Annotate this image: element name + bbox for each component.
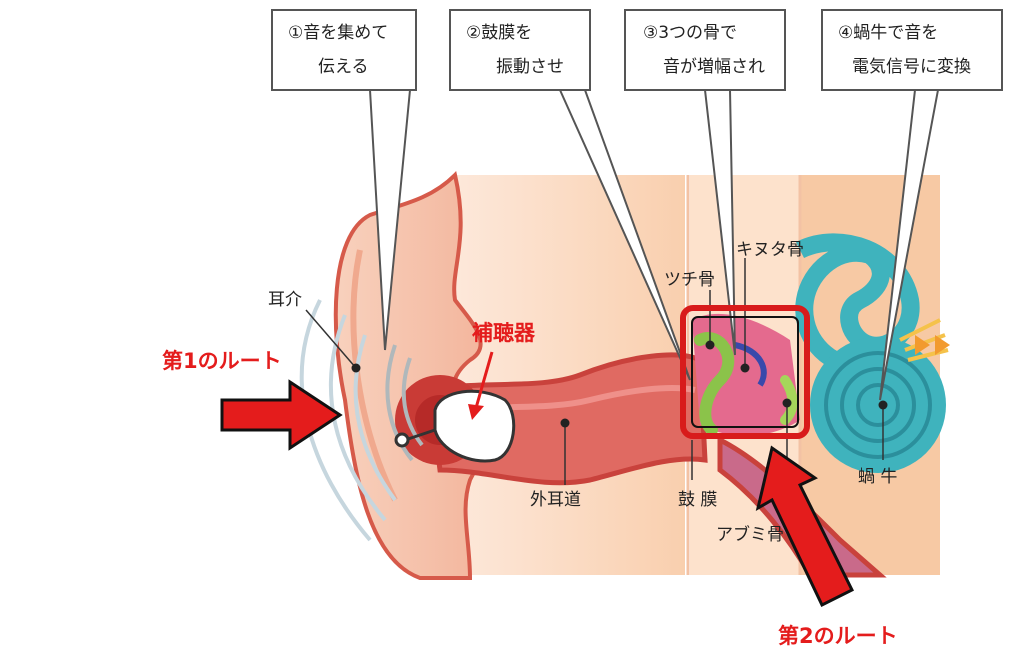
callout-1: ①音を集めて 伝える [271,9,417,91]
label-incus: キヌタ骨 [736,240,804,260]
callout-3-line1: ③3つの骨で [643,23,737,43]
callout-2-line1: ②鼓膜を [466,23,532,43]
label-dots [351,340,888,428]
auricle-shape [333,171,490,580]
callout-4-line1: ④蝸牛で音を [838,23,938,43]
label-cochlea: 蝸 牛 [858,467,897,487]
label-ear-canal: 外耳道 [530,490,581,510]
hearing-aid-pointer-arrow [468,351,494,420]
route1-arrow [220,379,343,451]
callout-3: ③3つの骨で 音が増幅され [624,9,786,91]
ossicles-highlight-box [680,305,810,439]
route1-label: 第1のルート [162,349,282,373]
callout-4: ④蝸牛で音を 電気信号に変換 [821,9,1003,91]
sound-waves-inner [385,344,424,462]
callout-3-line2: 音が増幅され [663,57,765,77]
route2-arrow [755,445,855,608]
label-malleus: ツチ骨 [664,270,715,290]
callout-1-line1: ①音を集めて [288,23,388,43]
middle-ear-ossicles [692,313,800,436]
callout-2: ②鼓膜を 振動させ [449,9,591,91]
label-stapes: アブミ骨 [716,524,784,545]
hearing-aid-shape [394,389,516,463]
callout-1-line2: 伝える [318,57,369,77]
route2-label: 第2のルート [778,624,898,648]
callout-leaders [368,89,940,401]
cochlea-shape [795,233,950,473]
callout-2-line2: 振動させ [496,57,564,77]
label-eardrum: 鼓 膜 [678,490,717,510]
callout-4-line2: 電気信号に変換 [852,57,971,77]
label-auricle: 耳介 [268,290,302,310]
hearing-aid-label: 補聴器 [471,321,536,345]
